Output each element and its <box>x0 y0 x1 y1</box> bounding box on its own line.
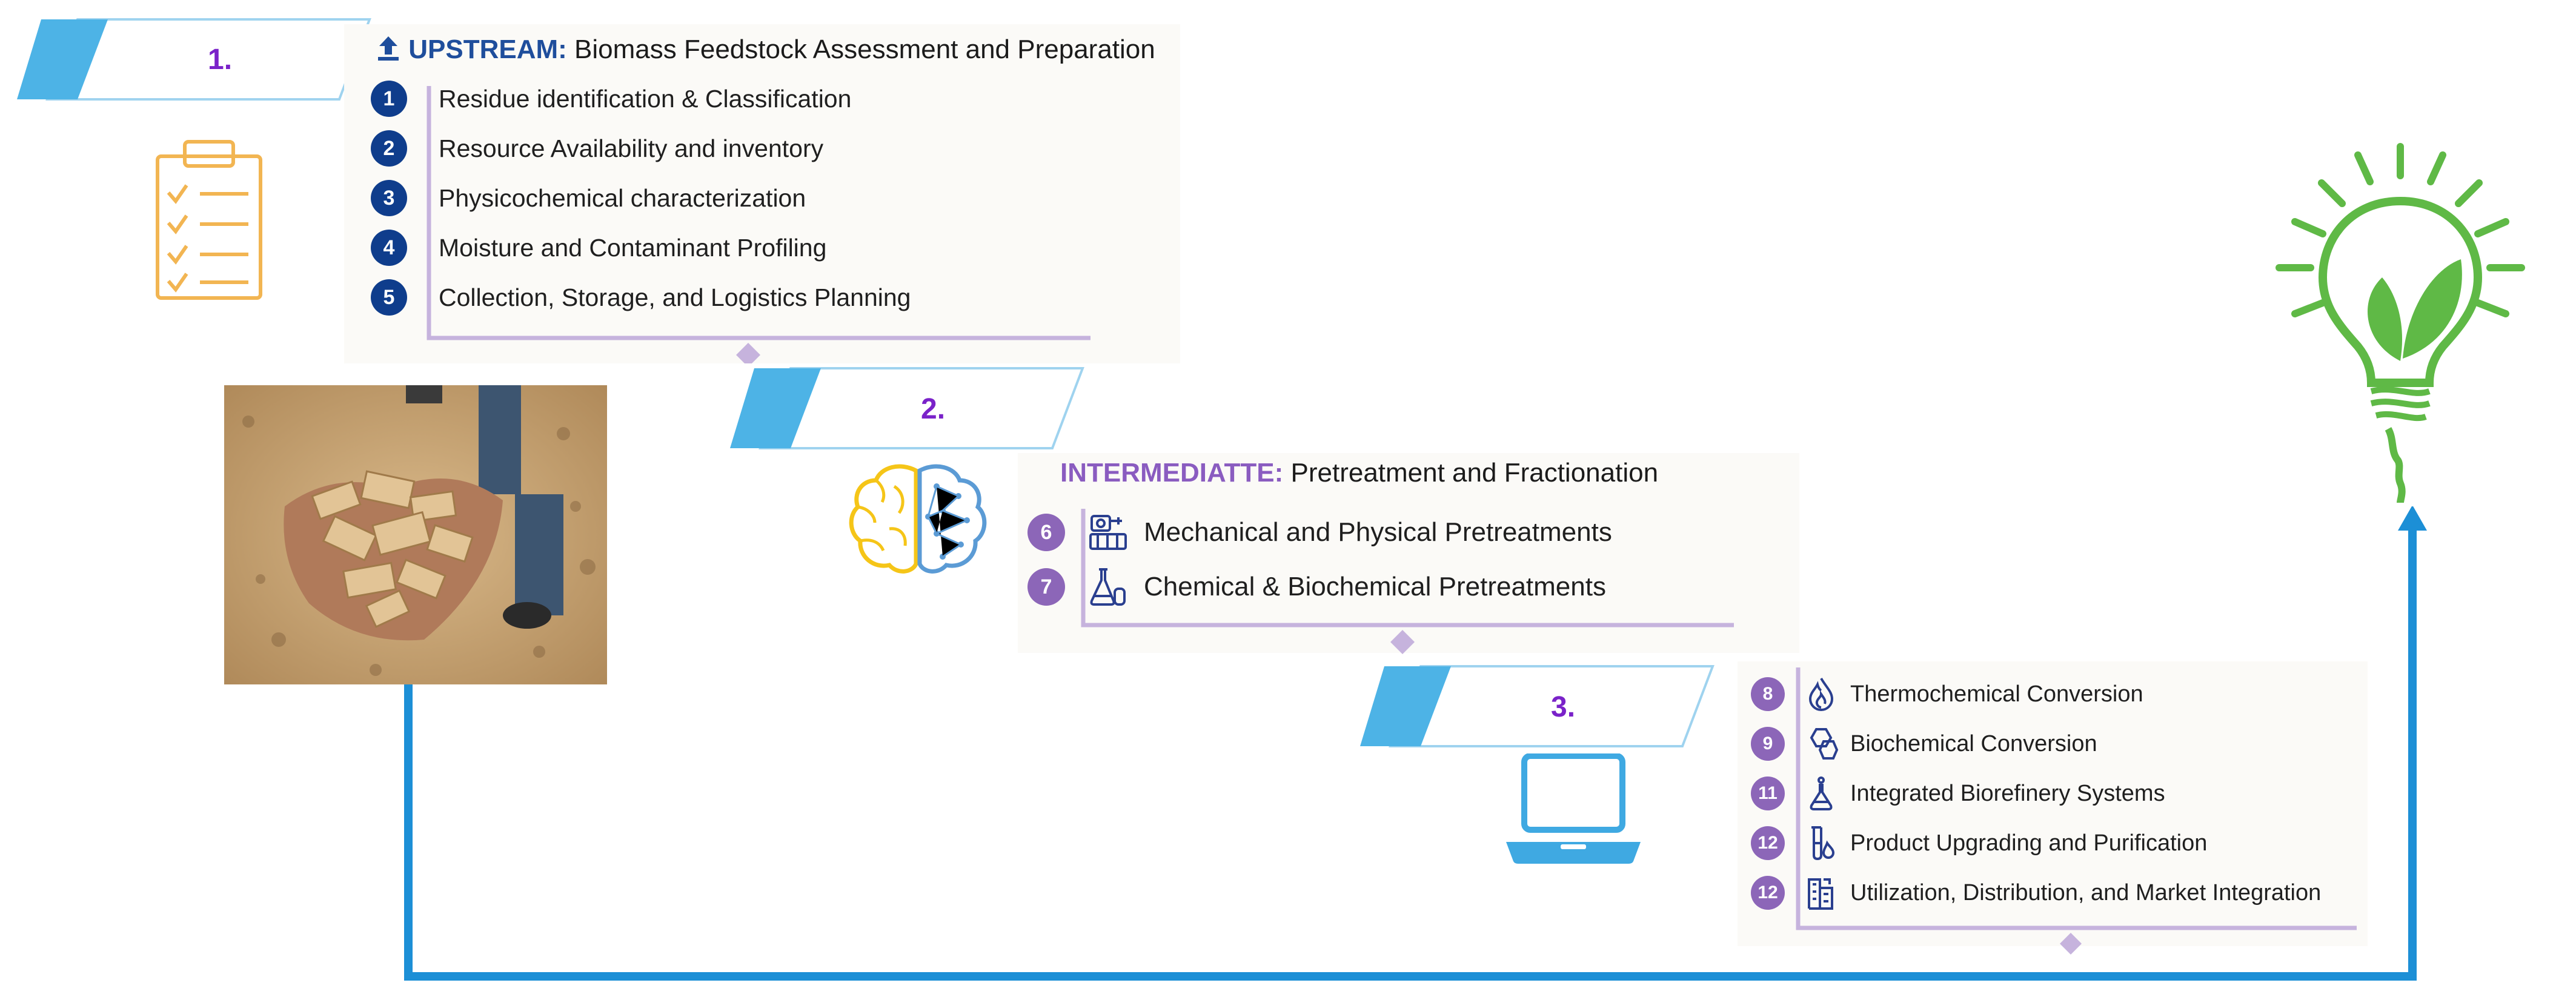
upstream-item: 1 Residue identification & Classificatio… <box>371 81 851 117</box>
step-number-badge: 8 <box>1751 677 1785 711</box>
step-number-badge: 3 <box>371 180 407 216</box>
step-label: Thermochemical Conversion <box>1850 681 2143 707</box>
clipboard-checklist-icon <box>156 140 262 300</box>
step-label: Collection, Storage, and Logistics Plann… <box>439 283 911 311</box>
feedback-loop-arrow <box>404 506 2427 981</box>
wood-chips-photo <box>224 385 607 684</box>
upstream-item: 2 Resource Availability and inventory <box>371 130 823 167</box>
banner-shape <box>17 18 371 101</box>
step-label: Biochemical Conversion <box>1850 730 2097 757</box>
intermediate-bracket <box>1081 509 1734 654</box>
downstream-item: 9 Biochemical Conversion <box>1751 726 2097 762</box>
step-label: Chemical & Biochemical Pretreatments <box>1144 572 1606 601</box>
intermediate-heading: Pretreatment and Fractionation <box>1290 458 1659 488</box>
step-label: Moisture and Contaminant Profiling <box>439 233 827 262</box>
intermediate-key: INTERMEDIATTE: <box>1060 458 1284 488</box>
step-label: Resource Availability and inventory <box>439 134 824 162</box>
molecule-icon <box>1810 728 1839 760</box>
intermediate-item: 6 Mechanical and Physical Pretreatments <box>1027 512 1612 552</box>
intermediate-item: 7 Chemical & Biochemical Pretreatments <box>1027 567 1606 607</box>
downstream-bracket <box>1796 667 2357 955</box>
step-number-badge: 5 <box>371 279 407 316</box>
upstream-panel <box>344 24 1180 363</box>
intermediate-title: INTERMEDIATTE: Pretreatment and Fraction… <box>1060 458 1658 488</box>
upstream-title: UPSTREAM: Biomass Feedstock Assessment a… <box>376 34 1155 65</box>
upstream-item: 4 Moisture and Contaminant Profiling <box>371 230 826 266</box>
intermediate-panel <box>1018 453 1799 653</box>
stage-2-banner: 2. <box>730 366 1084 451</box>
upstream-heading: Biomass Feedstock Assessment and Prepara… <box>574 35 1155 64</box>
upstream-bracket <box>427 86 1090 363</box>
step-label: Integrated Biorefinery Systems <box>1850 780 2165 806</box>
downstream-item: 8 Thermochemical Conversion <box>1751 676 2143 712</box>
step-label: Product Upgrading and Purification <box>1850 830 2208 856</box>
step-number-badge: 12 <box>1751 826 1785 860</box>
beaker-icon <box>1810 776 1833 810</box>
step-label: Residue identification & Classification <box>439 84 852 113</box>
step-number-badge: 2 <box>371 130 407 167</box>
step-label: Mechanical and Physical Pretreatments <box>1144 517 1612 547</box>
step-number-badge: 11 <box>1751 776 1785 810</box>
banner-shape <box>730 367 1084 449</box>
step-label: Utilization, Distribution, and Market In… <box>1850 879 2322 906</box>
stage-1-number: 1. <box>208 44 233 76</box>
flask-icon <box>1090 568 1126 606</box>
step-label: Physicochemical characterization <box>439 184 806 212</box>
distribution-icon <box>1808 878 1833 910</box>
stage-3-banner: 3. <box>1360 664 1715 749</box>
downstream-item: 11 Integrated Biorefinery Systems <box>1751 775 2165 812</box>
stage-2-number: 2. <box>921 393 946 425</box>
step-number-badge: 12 <box>1751 876 1785 910</box>
downstream-item: 12 Utilization, Distribution, and Market… <box>1751 875 2321 911</box>
upstream-item: 3 Physicochemical characterization <box>371 180 806 216</box>
step-number-badge: 7 <box>1027 568 1065 606</box>
step-number-badge: 6 <box>1027 514 1065 551</box>
laptop-icon <box>1506 753 1641 864</box>
downstream-item: 12 Product Upgrading and Purification <box>1751 825 2207 861</box>
stage-3-number: 3. <box>1551 691 1576 723</box>
up-arrow-icon <box>378 36 399 61</box>
step-number-badge: 9 <box>1751 727 1785 761</box>
step-number-badge: 1 <box>371 81 407 117</box>
banner-shape <box>1360 665 1715 747</box>
stage-1-banner: 1. <box>17 17 371 102</box>
upstream-key: UPSTREAM: <box>408 35 567 64</box>
test-tube-icon <box>1811 826 1835 861</box>
step-number-badge: 4 <box>371 230 407 266</box>
flame-icon <box>1808 677 1834 711</box>
brain-icon <box>849 464 987 574</box>
lightbulb-leaf-icon <box>2276 143 2525 503</box>
downstream-panel <box>1738 661 2368 946</box>
machinery-icon <box>1089 515 1127 550</box>
upstream-item: 5 Collection, Storage, and Logistics Pla… <box>371 279 911 316</box>
